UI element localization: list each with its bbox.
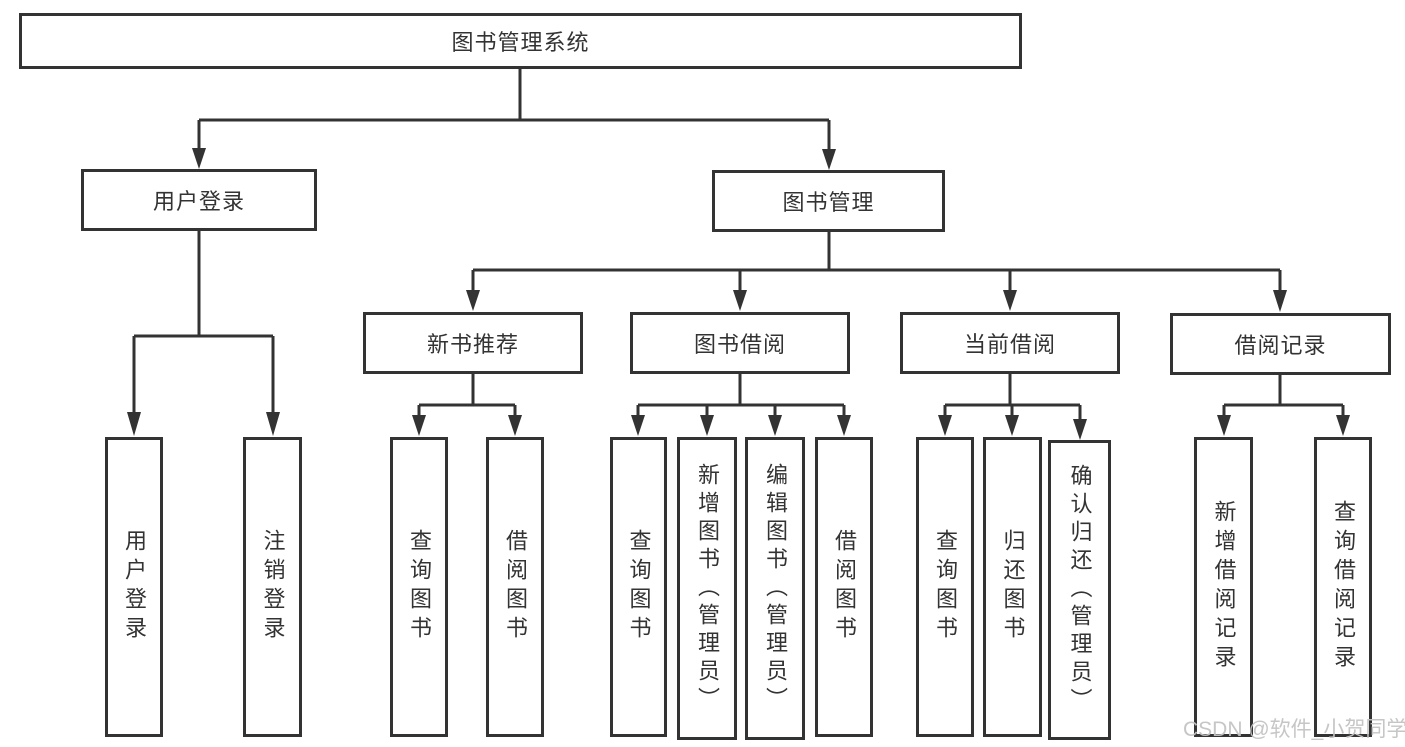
leaf-g1-query-books-label: 查询图书 — [407, 529, 432, 645]
node-group-records-label: 借阅记录 — [1234, 333, 1327, 358]
leaf-g3-return-books-label: 归还图书 — [1000, 529, 1026, 645]
node-user-login: 用户登录 — [81, 169, 317, 231]
node-root: 图书管理系统 — [19, 13, 1022, 69]
arrow-g4-leaf2 — [1336, 415, 1350, 436]
arrow-g2-leaf4 — [837, 415, 851, 436]
connector-group3-split — [943, 374, 1082, 421]
arrow-g4-leaf1 — [1217, 415, 1231, 436]
arrow-g2-leaf3 — [768, 415, 782, 436]
arrow-to-leaf-login — [127, 412, 141, 436]
leaf-g3-confirm-return-admin: 确认归还（管理员） — [1048, 440, 1111, 740]
leaf-g3-query-books-label: 查询图书 — [933, 529, 958, 645]
leaf-g2-edit-book-admin: 编辑图书（管理员） — [745, 437, 805, 740]
leaf-g2-borrow-books-label: 借阅图书 — [832, 529, 857, 645]
leaf-g3-confirm-return-admin-label: 确认归还（管理员） — [1067, 464, 1093, 716]
connector-group1-split — [417, 374, 517, 417]
arrow-g1-leaf2 — [508, 415, 522, 436]
arrow-g3-leaf2 — [1005, 415, 1019, 436]
node-group-borrow-label: 图书借阅 — [693, 332, 786, 357]
node-root-label: 图书管理系统 — [451, 30, 590, 55]
leaf-g2-add-book-admin: 新增图书（管理员） — [677, 437, 737, 740]
arrow-to-group1 — [466, 290, 480, 311]
leaf-g2-borrow-books: 借阅图书 — [815, 437, 873, 737]
connector-root-split — [197, 69, 831, 151]
leaf-g2-query-books: 查询图书 — [610, 437, 667, 737]
arrow-g2-leaf1 — [631, 415, 645, 436]
leaf-g4-add-record-label: 新增借阅记录 — [1211, 500, 1237, 674]
node-group-borrow: 图书借阅 — [630, 312, 850, 374]
arrow-g2-leaf2 — [700, 415, 714, 436]
leaf-g4-add-record: 新增借阅记录 — [1194, 437, 1253, 737]
arrow-to-book-mgmt — [822, 149, 836, 170]
connector-user-login-split — [132, 231, 275, 414]
leaf-g2-add-book-admin-label: 新增图书（管理员） — [695, 462, 720, 715]
leaf-g3-query-books: 查询图书 — [916, 437, 974, 737]
node-group-new-book: 新书推荐 — [363, 312, 583, 374]
node-group-current: 当前借阅 — [900, 312, 1120, 374]
connector-group4-split — [1222, 374, 1345, 417]
arrow-to-leaf-logout — [266, 412, 280, 436]
connector-book-mgmt-split — [471, 232, 1282, 291]
leaf-user-login-label: 用户登录 — [122, 529, 147, 645]
leaf-user-login: 用户登录 — [105, 437, 163, 737]
leaf-g1-borrow-books-label: 借阅图书 — [503, 529, 528, 645]
leaf-logout-label: 注销登录 — [260, 529, 286, 645]
arrow-g3-leaf1 — [938, 415, 952, 436]
watermark: CSDN @软件_小贺同学 — [1183, 718, 1405, 741]
node-book-mgmt-label: 图书管理 — [782, 190, 875, 215]
leaf-g2-query-books-label: 查询图书 — [626, 529, 652, 645]
leaf-g4-query-record: 查询借阅记录 — [1314, 437, 1372, 737]
arrow-to-group4 — [1273, 290, 1287, 312]
connector-group2-split — [636, 374, 846, 417]
node-user-login-label: 用户登录 — [152, 189, 245, 214]
node-group-records: 借阅记录 — [1170, 313, 1391, 375]
leaf-g1-query-books: 查询图书 — [390, 437, 448, 737]
arrow-g1-leaf1 — [412, 415, 426, 436]
leaf-g3-return-books: 归还图书 — [983, 437, 1042, 737]
leaf-g2-edit-book-admin-label: 编辑图书（管理员） — [763, 462, 788, 715]
leaf-g4-query-record-label: 查询借阅记录 — [1331, 500, 1356, 674]
arrow-g3-leaf3 — [1073, 419, 1087, 440]
leaf-logout: 注销登录 — [243, 437, 302, 737]
arrow-to-group2 — [733, 290, 747, 311]
arrow-to-user-login — [192, 148, 206, 169]
node-group-new-book-label: 新书推荐 — [426, 332, 519, 357]
node-book-mgmt: 图书管理 — [712, 170, 945, 232]
arrow-to-group3 — [1003, 290, 1017, 311]
leaf-g1-borrow-books: 借阅图书 — [486, 437, 544, 737]
node-group-current-label: 当前借阅 — [963, 332, 1056, 357]
